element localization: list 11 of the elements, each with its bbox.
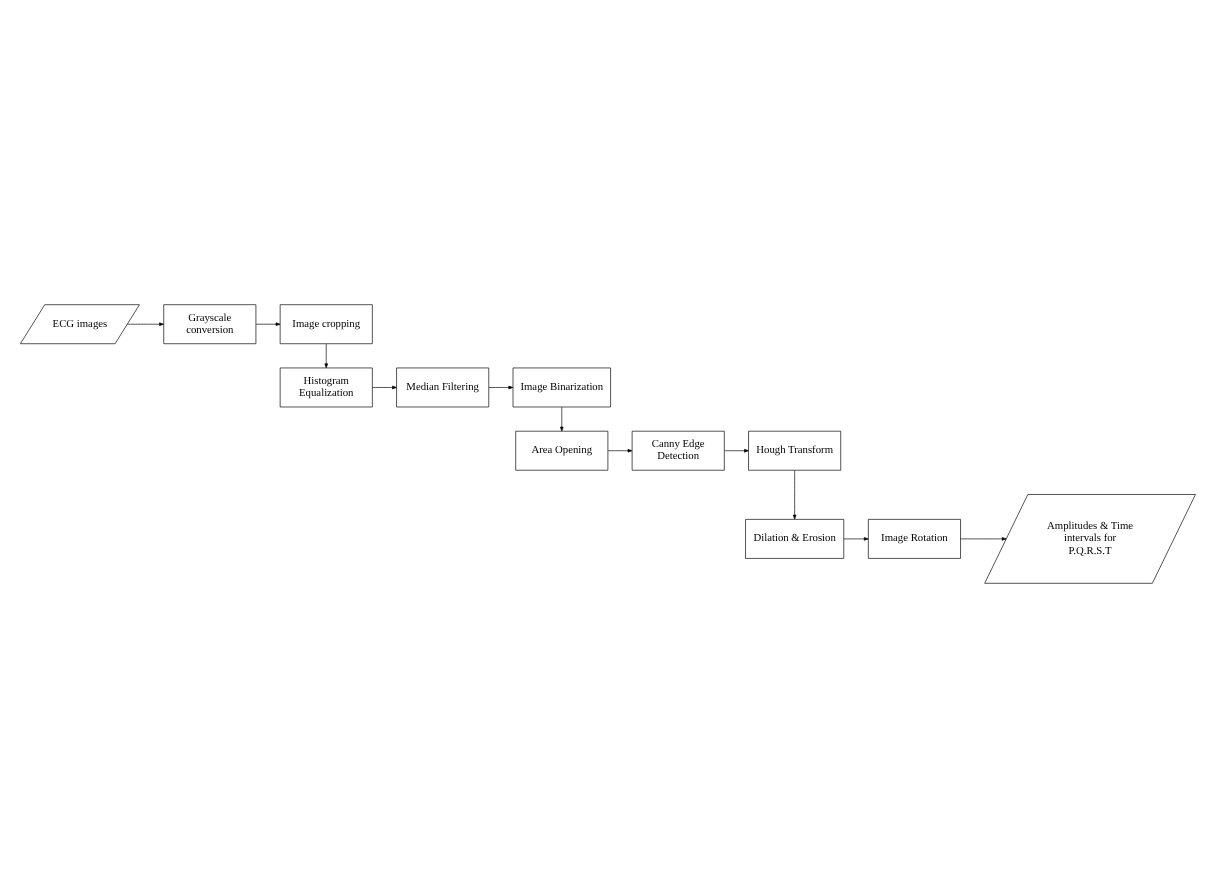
arrow bbox=[560, 405, 564, 431]
arrow bbox=[607, 448, 633, 452]
arrow bbox=[843, 536, 869, 540]
arrow bbox=[488, 384, 514, 389]
arrow bbox=[255, 321, 281, 325]
arrow bbox=[724, 448, 749, 452]
arrow bbox=[960, 536, 1007, 540]
arrow bbox=[324, 342, 328, 368]
arrow bbox=[792, 468, 797, 519]
arrow bbox=[372, 384, 397, 389]
arrow bbox=[127, 321, 164, 325]
